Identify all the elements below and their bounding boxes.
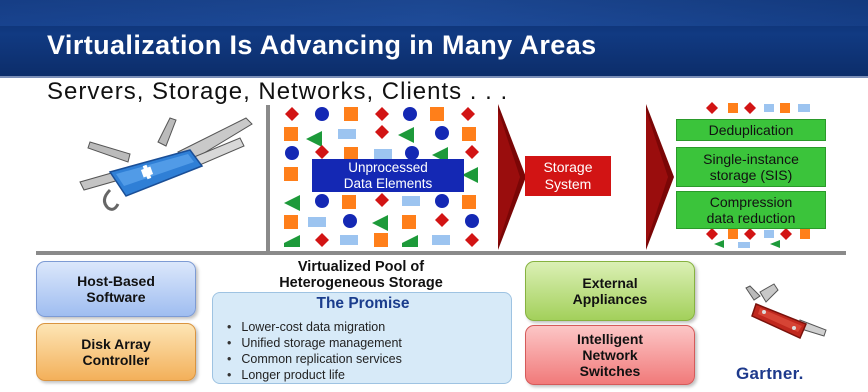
disk-array-controller-box: Disk Array Controller <box>36 323 196 381</box>
promise-item: Longer product life <box>227 367 402 383</box>
deduplication-box: Deduplication <box>676 119 826 141</box>
gartner-logo: Gartner. <box>736 364 804 383</box>
promise-title: The Promise <box>316 295 410 312</box>
ext-line2: Appliances <box>572 291 648 307</box>
deduplication-label: Deduplication <box>708 122 794 138</box>
promise-list: Lower-cost data migration Unified storag… <box>227 319 402 383</box>
int-line3: Switches <box>579 363 641 379</box>
intelligent-network-switches-box: Intelligent Network Switches <box>525 325 695 385</box>
reduced-data-elements-field <box>706 102 810 248</box>
arrow-to-storage-icon <box>498 104 526 250</box>
swiss-army-knife-icon <box>79 117 253 211</box>
promise-item: Common replication services <box>227 351 402 367</box>
vertical-divider <box>266 105 270 253</box>
ext-line1: External <box>582 275 638 291</box>
unprocessed-data-label: Unprocessed Data Elements <box>312 159 464 192</box>
promise-item: Lower-cost data migration <box>227 319 402 335</box>
int-line1: Intelligent <box>576 331 644 347</box>
pool-title: Virtualized Pool of Heterogeneous Storag… <box>210 259 512 291</box>
arrow-to-outputs-icon <box>646 104 674 250</box>
pool-title-line2: Heterogeneous Storage <box>279 275 443 291</box>
horizontal-divider <box>36 251 846 255</box>
title-bar: Virtualization Is Advancing in Many Area… <box>0 0 868 78</box>
disk-line2: Controller <box>82 352 150 368</box>
compression-box: Compression data reduction <box>676 191 826 229</box>
promise-item: Unified storage management <box>227 335 402 351</box>
sis-label-line1: Single-instance <box>703 151 799 167</box>
compression-label-line1: Compression <box>709 194 793 210</box>
external-appliances-box: External Appliances <box>525 261 695 321</box>
unprocessed-label-line1: Unprocessed <box>348 160 428 175</box>
compression-label-line2: data reduction <box>706 210 796 226</box>
pool-title-line1: Virtualized Pool of <box>297 259 425 275</box>
promise-box: The Promise Lower-cost data migration Un… <box>212 292 512 384</box>
storage-line1: Storage <box>543 159 593 175</box>
slide-title: Virtualization Is Advancing in Many Area… <box>47 30 597 60</box>
data-elements-field <box>284 107 479 247</box>
sis-box: Single-instance storage (SIS) <box>676 147 826 187</box>
storage-system-box: Storage System <box>525 156 611 196</box>
host-line2: Software <box>86 289 146 305</box>
disk-line1: Disk Array <box>81 336 151 352</box>
host-line1: Host-Based <box>77 273 155 289</box>
sis-label-line2: storage (SIS) <box>709 167 793 183</box>
unprocessed-label-line2: Data Elements <box>343 176 433 191</box>
int-line2: Network <box>582 347 638 363</box>
slide-subtitle: Servers, Storage, Networks, Clients . . … <box>47 78 509 105</box>
storage-line2: System <box>544 176 592 192</box>
host-based-software-box: Host-Based Software <box>36 261 196 317</box>
red-pocket-knife-icon <box>745 283 827 340</box>
